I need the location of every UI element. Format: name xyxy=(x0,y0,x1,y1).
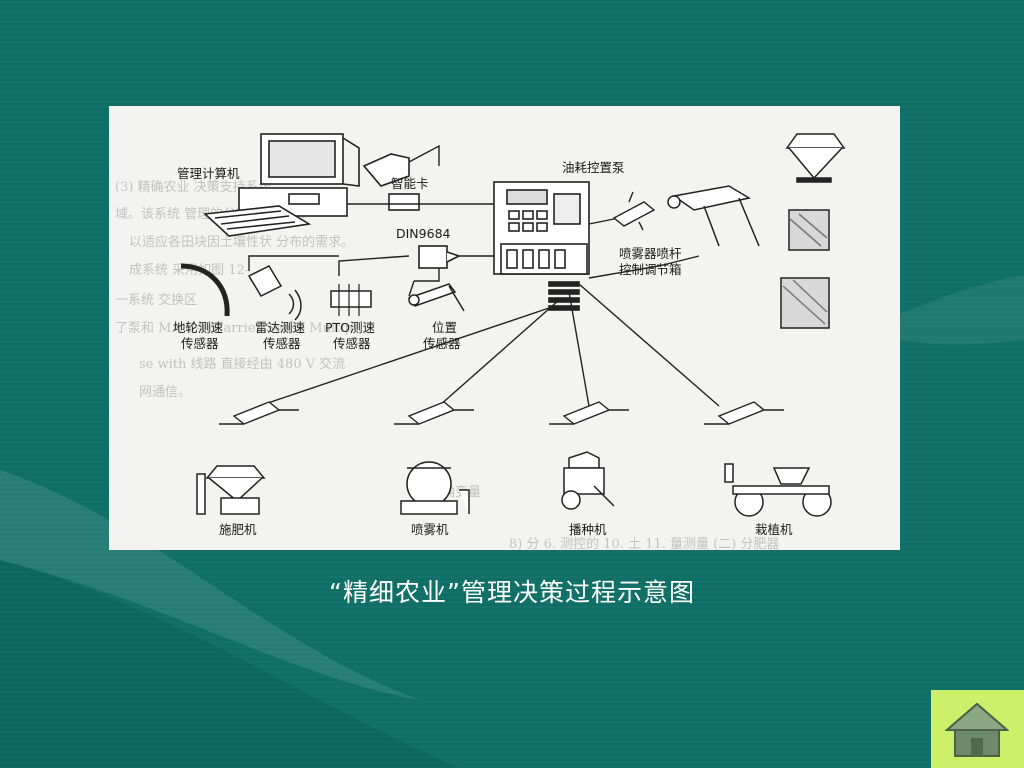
pto-sensor-icon xyxy=(330,284,372,316)
label-din: DIN9684 xyxy=(396,226,451,241)
label-smart-card: 智能卡 xyxy=(391,176,429,191)
diagram-panel: (3) 精确农业 决策支持系统 域。该系统 管理的分布式 节喷洒 以适应各田块因… xyxy=(109,106,900,550)
hopper-icon xyxy=(785,133,846,183)
svg-text:(3) 精确农业 决策支持系统: (3) 精确农业 决策支持系统 xyxy=(115,179,272,195)
smart-card-icon xyxy=(362,153,420,211)
radar-sensor-icon xyxy=(247,265,302,321)
home-button[interactable] xyxy=(931,690,1024,768)
label-sprayer-controller-2: 控制调节箱 xyxy=(619,262,682,277)
label-fuel-pump: 油耗控置泵 xyxy=(562,160,625,175)
label-seeder: 播种机 xyxy=(569,522,607,537)
valve-icon-1 xyxy=(232,401,281,425)
din-connector-icon xyxy=(418,245,462,269)
valve-icon-2 xyxy=(407,401,456,425)
label-planter: 栽植机 xyxy=(755,522,793,537)
svg-text:网通信。: 网通信。 xyxy=(139,385,191,400)
valve-icon xyxy=(612,191,656,231)
home-icon xyxy=(945,702,1009,757)
valve-icon-3 xyxy=(562,401,611,425)
label-wheel-sensor-2: 传感器 xyxy=(181,336,219,351)
computer-icon xyxy=(203,133,360,237)
wheel-sensor-icon xyxy=(180,263,230,317)
valve-row xyxy=(219,401,784,425)
seeder-machine-icon xyxy=(561,451,615,510)
sprayer-machine-icon xyxy=(400,461,470,515)
connection-lines xyxy=(248,144,720,407)
label-sprayer: 喷雾机 xyxy=(411,522,449,537)
label-pto-sensor-2: 传感器 xyxy=(333,336,371,351)
svg-text:se with 线路 直接: se with 线路 直接经由 480 V 交流 xyxy=(139,356,345,372)
planter-machine-icon xyxy=(724,463,832,517)
label-sprayer-controller-1: 喷雾器喷杆 xyxy=(619,246,682,261)
svg-text:以适应各田块因土壤性状 分布的需求。: 以适应各田块因土壤性状 分布的需求。 xyxy=(129,234,354,250)
label-position-sensor-2: 传感器 xyxy=(423,336,461,351)
label-computer: 管理计算机 xyxy=(177,166,240,181)
precision-agriculture-diagram: (3) 精确农业 决策支持系统 域。该系统 管理的分布式 节喷洒 以适应各田块因… xyxy=(115,133,846,550)
position-sensor-icon xyxy=(407,283,465,312)
background-scan-text: (3) 精确农业 决策支持系统 域。该系统 管理的分布式 节喷洒 以适应各田块因… xyxy=(115,179,779,550)
slide-caption: “精细农业”管理决策过程示意图 xyxy=(329,578,695,607)
valve-icon-4 xyxy=(717,401,766,425)
field-block-icon xyxy=(780,209,830,329)
label-pto-sensor-1: PTO测速 xyxy=(325,320,376,335)
conveyor-icon xyxy=(667,185,760,247)
controller-box-icon xyxy=(493,181,590,311)
svg-text:成系统 采用如: 成系统 采用如图 12- xyxy=(129,262,249,278)
label-radar-sensor-2: 传感器 xyxy=(263,336,301,351)
fertilizer-machine-icon xyxy=(196,465,266,515)
svg-text:了泵和 MA CA (C: 了泵和 MA CA (Carrier Sense Multip xyxy=(115,321,353,336)
label-radar-sensor-1: 雷达测速 xyxy=(255,320,306,335)
label-fertilizer: 施肥机 xyxy=(219,522,257,537)
svg-text:8) 分 6. 测控的 10. 土 11. 量测量: 8) 分 6. 测控的 10. 土 11. 量测量 (二) 分肥器 xyxy=(509,536,779,550)
label-position-sensor-1: 位置 xyxy=(432,320,457,335)
label-wheel-sensor-1: 地轮测速 xyxy=(173,320,224,335)
svg-text:一系统 交换区: 一系统 交换区 xyxy=(115,292,197,308)
